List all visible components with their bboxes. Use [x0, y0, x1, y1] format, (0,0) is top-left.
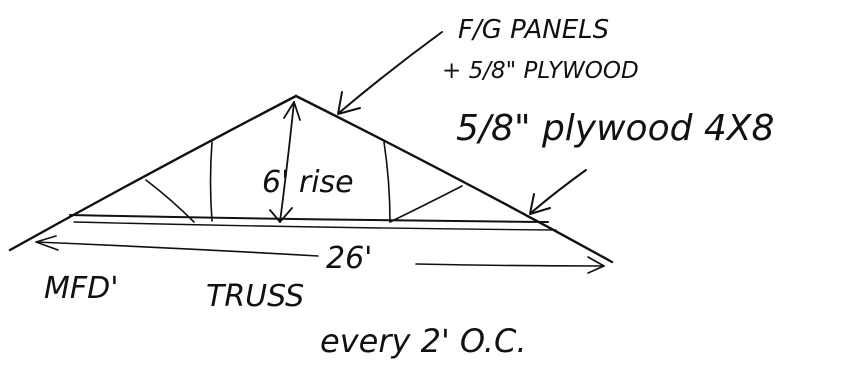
span-dimension-line-left: [35, 241, 319, 257]
rise-dimension-line: [279, 101, 295, 223]
web-member-left-vertical: [209, 141, 213, 222]
bottom-chord-bottom: [73, 221, 557, 231]
rise-arrowhead-top: [283, 101, 301, 121]
right-rafter: [294, 94, 614, 264]
span-arrowhead-right: [587, 256, 605, 274]
panels-label-line2: + 5/8" PLYWOOD: [442, 58, 639, 84]
plywood-label: 5/8" plywood 4X8: [456, 108, 774, 149]
bottom-chord-top: [69, 214, 549, 223]
web-member-left-diagonal: [145, 179, 195, 223]
panels-leader-arrow: [339, 31, 443, 113]
spacing-label: every 2' O.C.: [320, 322, 526, 360]
plywood-leader-arrowhead: [529, 193, 551, 215]
mfd-label: MFD': [44, 271, 119, 306]
plywood-leader-arrow: [531, 169, 587, 213]
span-label: 26': [326, 241, 372, 276]
web-member-right-diagonal: [389, 185, 463, 223]
span-dimension-line-right: [415, 263, 605, 267]
rise-arrowhead-bottom: [269, 207, 293, 223]
rise-label: 6' rise: [262, 165, 354, 200]
web-member-right-vertical: [383, 141, 391, 223]
left-rafter: [8, 94, 298, 252]
span-arrowhead-left: [35, 235, 59, 251]
panels-label-line1: F/G PANELS: [458, 15, 609, 45]
truss-label: TRUSS: [206, 279, 304, 314]
panels-leader-arrowhead: [337, 91, 361, 115]
